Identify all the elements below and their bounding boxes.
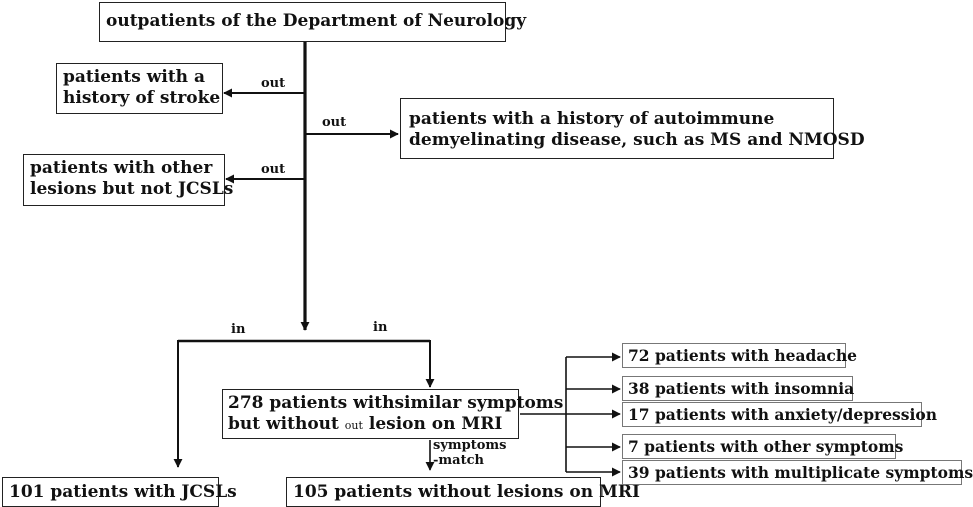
label-in-right: in: [373, 320, 388, 335]
node-history-stroke-line1: patients with a: [63, 67, 205, 87]
node-similar-symptoms-line2-b: lesion on MRI: [362, 414, 503, 435]
node-insomnia-label: 38 patients with insomnia: [628, 379, 855, 398]
label-in-left: in: [231, 322, 246, 337]
node-no-lesions-label: 105 patients without lesions on MRI: [293, 482, 640, 502]
node-other-lesions-line1: patients with other: [30, 158, 213, 178]
node-anxiety-label: 17 patients with anxiety/depression: [628, 405, 938, 424]
node-outpatients: outpatients of the Department of Neurolo…: [99, 2, 526, 42]
node-similar-symptoms-line1: 278 patients withsimilar symptoms: [228, 393, 564, 413]
node-insomnia: 38 patients with insomnia: [622, 376, 855, 401]
node-similar-symptoms: 278 patients withsimilar symptoms but wi…: [222, 389, 564, 439]
label-symptoms-match: symptoms -match: [433, 438, 507, 469]
node-other-lesions-line2: lesions but not JCSLs: [30, 179, 234, 200]
label-out-other-lesions: out: [261, 162, 286, 177]
node-multiplicate-label: 39 patients with multiplicate symptoms: [628, 463, 973, 482]
node-anxiety: 17 patients with anxiety/depression: [622, 402, 937, 427]
node-autoimmune-line1: patients with a history of autoimmune: [409, 109, 775, 129]
node-autoimmune-line2: demyelinating disease, such as MS and NM…: [409, 130, 865, 151]
node-multiplicate: 39 patients with multiplicate symptoms: [622, 460, 973, 485]
node-other-lesions: patients with other lesions but not JCSL…: [23, 154, 234, 206]
node-other-symptoms: 7 patients with other symptoms: [622, 434, 903, 459]
label-symptoms-match-line2: -match: [433, 452, 484, 468]
label-out-autoimmune: out: [322, 115, 347, 130]
node-outpatients-label: outpatients of the Department of Neurolo…: [106, 11, 527, 31]
node-no-lesions: 105 patients without lesions on MRI: [286, 477, 640, 507]
node-autoimmune: patients with a history of autoimmune de…: [400, 98, 865, 159]
node-similar-symptoms-line2-a: but without: [228, 414, 345, 435]
node-other-symptoms-label: 7 patients with other symptoms: [628, 437, 904, 456]
node-similar-symptoms-line2-out: out: [344, 419, 363, 433]
node-jcsls-label: 101 patients with JCSLs: [9, 482, 237, 502]
node-similar-symptoms-line2: but without out lesion on MRI: [228, 414, 513, 435]
node-headache: 72 patients with headache: [622, 343, 857, 368]
node-jcsls: 101 patients with JCSLs: [2, 477, 237, 507]
node-history-stroke-line2: history of stroke: [63, 88, 221, 109]
node-headache-label: 72 patients with headache: [628, 346, 857, 365]
node-history-stroke: patients with a history of stroke: [56, 63, 223, 114]
label-symptoms-match-line1: symptoms: [433, 438, 507, 453]
label-out-stroke: out: [261, 76, 286, 91]
